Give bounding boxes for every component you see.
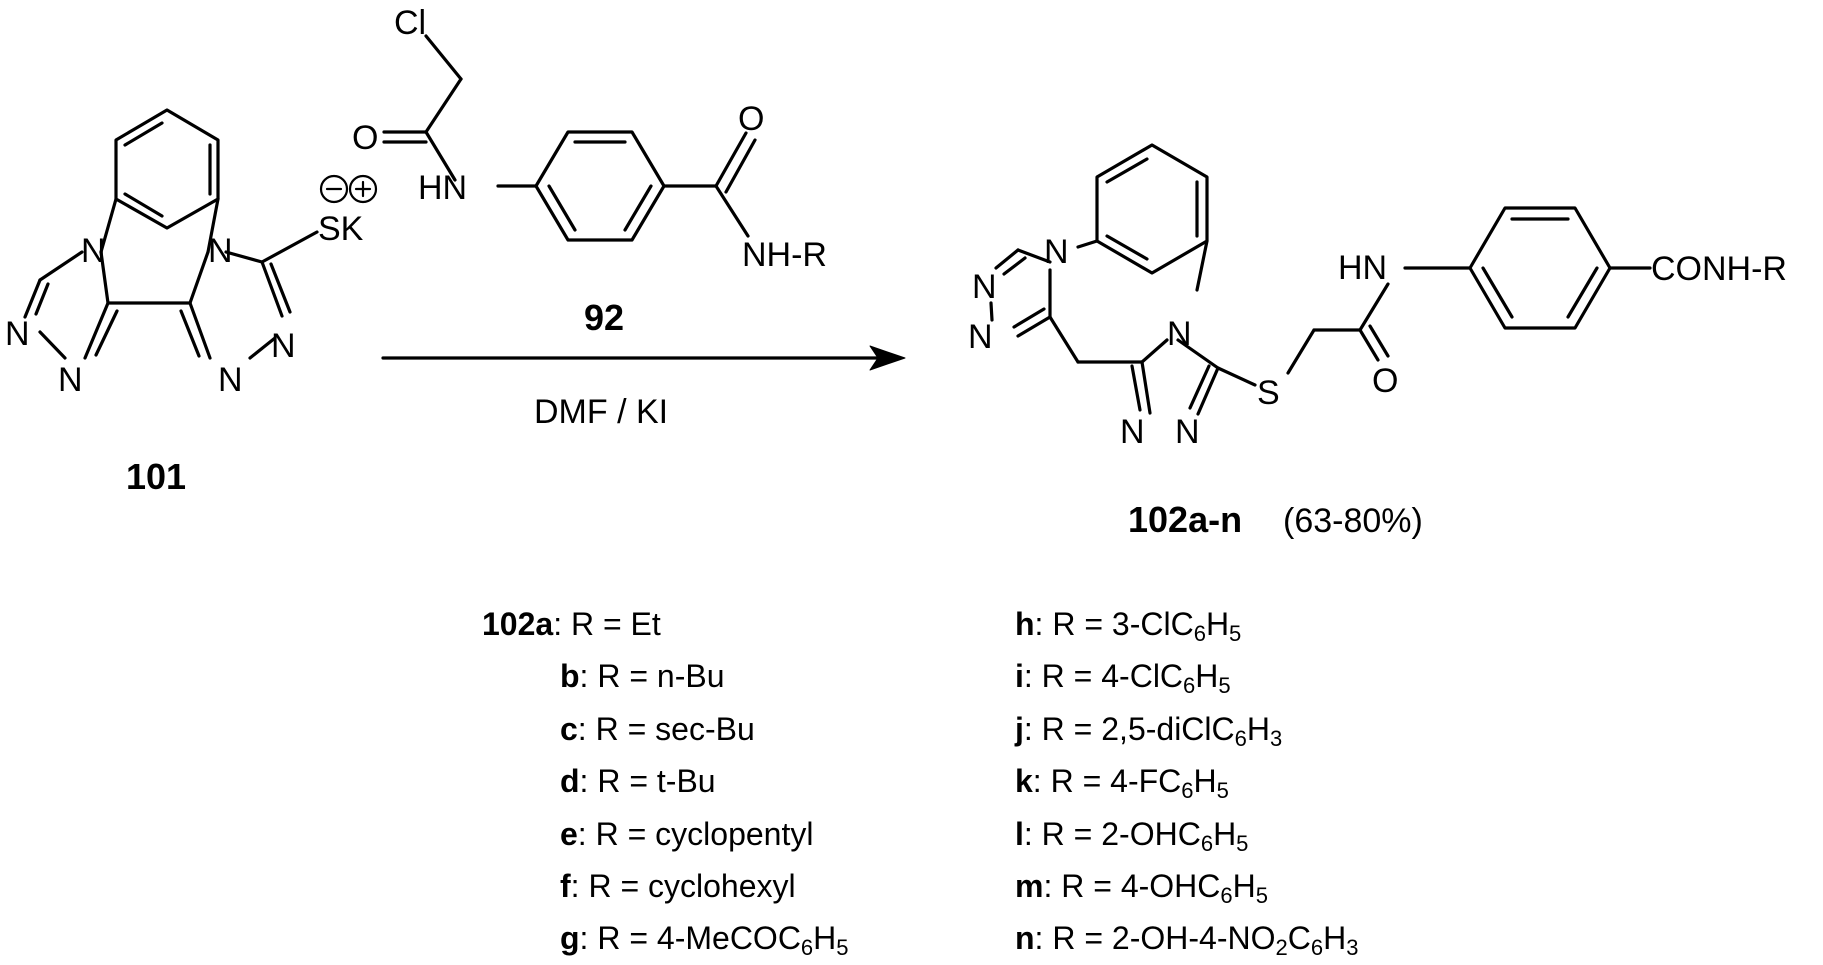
reagent-92-atom-labels: Cl O HN O NH-R 92 xyxy=(352,4,827,338)
atom-n: N xyxy=(208,232,233,270)
substituent-entry: l: R = 2-OHC6H5 xyxy=(1015,816,1249,856)
substituent-entry: d: R = t-Bu xyxy=(560,763,716,799)
product-yield: (63-80%) xyxy=(1283,502,1423,540)
atom-n: N xyxy=(1120,413,1145,451)
atom-o: O xyxy=(738,100,764,138)
reaction-arrow xyxy=(381,345,906,371)
atom-n: N xyxy=(968,318,993,356)
atom-sk: SK xyxy=(318,210,364,248)
substituent-entry: h: R = 3-ClC6H5 xyxy=(1015,606,1242,646)
atom-n: N xyxy=(1044,233,1069,271)
minus-charge-icon xyxy=(319,174,349,204)
substituent-entry: i: R = 4-ClC6H5 xyxy=(1015,658,1231,698)
compound-label-92: 92 xyxy=(584,297,624,338)
substituent-entry: n: R = 2-OH-4-NO2C6H3 xyxy=(1015,920,1359,960)
atom-s: S xyxy=(1257,374,1280,412)
atom-n: N xyxy=(1167,315,1192,353)
atom-n: N xyxy=(58,361,83,399)
substituent-entry: c: R = sec-Bu xyxy=(560,711,755,747)
substituent-entry: m: R = 4-OHC6H5 xyxy=(1015,868,1268,908)
atom-nhr: NH-R xyxy=(742,236,827,274)
atom-n: N xyxy=(271,327,296,365)
substituent-entry: j: R = 2,5-diClC6H3 xyxy=(1015,711,1283,751)
atom-hn: HN xyxy=(1338,249,1387,287)
compound-label-102: 102a-n xyxy=(1128,499,1242,540)
atom-conhr: CONH-R xyxy=(1651,250,1787,288)
atom-n: N xyxy=(972,268,997,306)
atom-o: O xyxy=(1372,362,1398,400)
substituent-entry: g: R = 4-MeCOC6H5 xyxy=(560,920,849,960)
substituent-entry: e: R = cyclopentyl xyxy=(560,816,814,852)
atom-hn: HN xyxy=(418,169,467,207)
atom-n: N xyxy=(218,361,243,399)
reaction-conditions: DMF / KI xyxy=(534,393,668,431)
substituent-entry: b: R = n-Bu xyxy=(560,658,725,694)
product-102-atom-labels: N N N N N N S HN O CONH-R 102a-n (63-80%… xyxy=(968,233,1787,540)
compound-101-atom-labels: N N N N N N SK 101 xyxy=(5,174,378,497)
atom-n: N xyxy=(1175,413,1200,451)
atom-n: N xyxy=(5,315,30,353)
atom-n: N xyxy=(81,232,106,270)
product-102-structure xyxy=(989,143,1652,416)
compound-101-structure xyxy=(23,108,319,360)
plus-charge-icon xyxy=(348,174,378,204)
substituent-entry: k: R = 4-FC6H5 xyxy=(1015,763,1229,803)
compound-label-101: 101 xyxy=(126,456,186,497)
atom-cl: Cl xyxy=(394,4,426,42)
substituent-entry: 102a: R = Et xyxy=(482,606,661,642)
substituent-entry: f: R = cyclohexyl xyxy=(560,868,796,904)
reagent-92-structure xyxy=(382,34,757,242)
atom-o: O xyxy=(352,119,378,157)
